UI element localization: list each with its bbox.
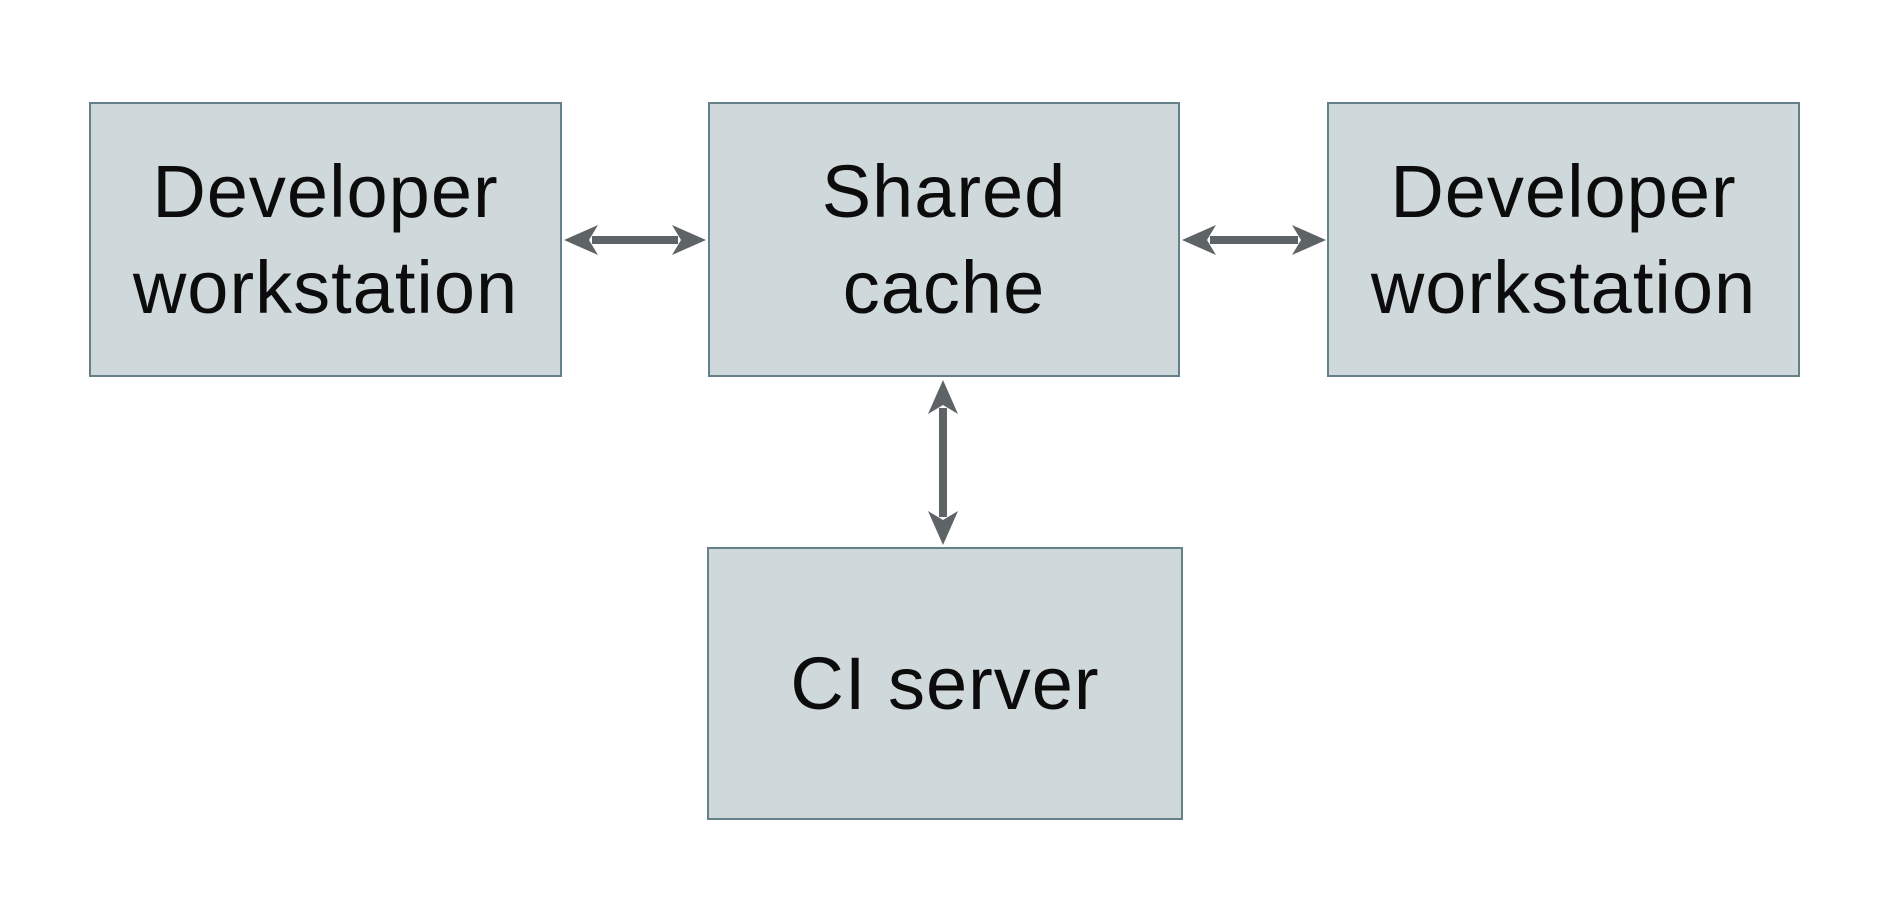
connector-shared-cache-ci-server [928, 380, 958, 545]
node-ci-server: CI server [707, 547, 1183, 820]
connector-shared-cache-right-workstation [1182, 225, 1326, 255]
node-developer-workstation-left: Developer workstation [89, 102, 562, 377]
node-developer-workstation-right: Developer workstation [1327, 102, 1800, 377]
node-label: CI server [790, 641, 1100, 725]
node-shared-cache: Shared cache [708, 102, 1180, 377]
node-label: Shared cache [821, 149, 1067, 329]
node-label: Developer workstation [132, 149, 519, 329]
node-label: Developer workstation [1370, 149, 1757, 329]
connector-left-workstation-shared-cache [564, 225, 706, 255]
